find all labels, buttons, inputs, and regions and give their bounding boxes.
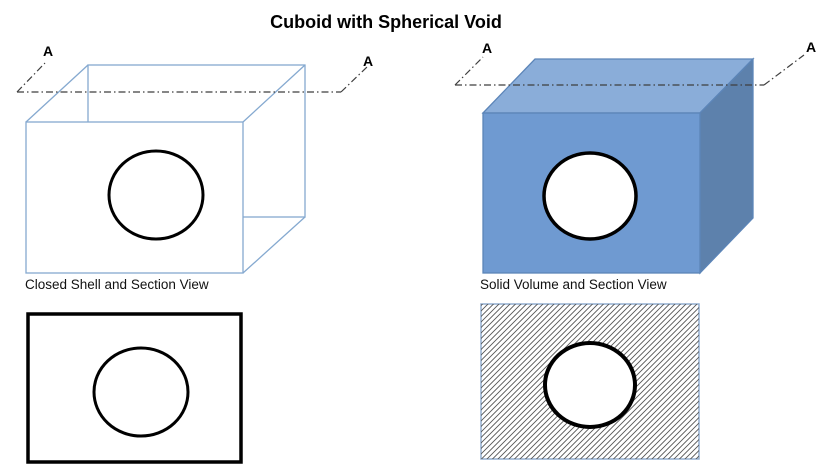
solid-cuboid (481, 57, 755, 275)
section-label-a-left-solid: A (482, 40, 492, 56)
section-line-left-tick-a (16, 62, 46, 93)
section-view-solid (480, 303, 700, 460)
diagram-title: Cuboid with Spherical Void (270, 12, 502, 32)
section-view-solid-void (543, 341, 637, 429)
section-line-left (16, 62, 369, 93)
section-view-shell-void (92, 346, 190, 438)
section-line-right (454, 54, 805, 86)
section-labels-right: A A (482, 39, 816, 56)
section-label-a-right-solid: A (806, 39, 816, 55)
section-label-a-left: A (43, 43, 53, 59)
solid-void-circle (542, 151, 638, 241)
wireframe-top-left-edge (25, 64, 89, 123)
section-line-right-tick-a (454, 56, 484, 86)
wireframe-top-right-edge (242, 64, 306, 123)
section-line-left-tick-b (340, 65, 369, 93)
section-labels-left: A A (43, 43, 373, 69)
wireframe-caption: Closed Shell and Section View (25, 277, 209, 292)
solid-caption: Solid Volume and Section View (480, 277, 667, 292)
section-label-a-right: A (363, 53, 373, 69)
wireframe-cuboid (25, 64, 306, 274)
section-view-shell (26, 312, 243, 464)
wireframe-bottom-right-edge (242, 216, 306, 274)
section-line-right-tick-b (763, 54, 805, 86)
wireframe-void-circle (107, 149, 205, 241)
